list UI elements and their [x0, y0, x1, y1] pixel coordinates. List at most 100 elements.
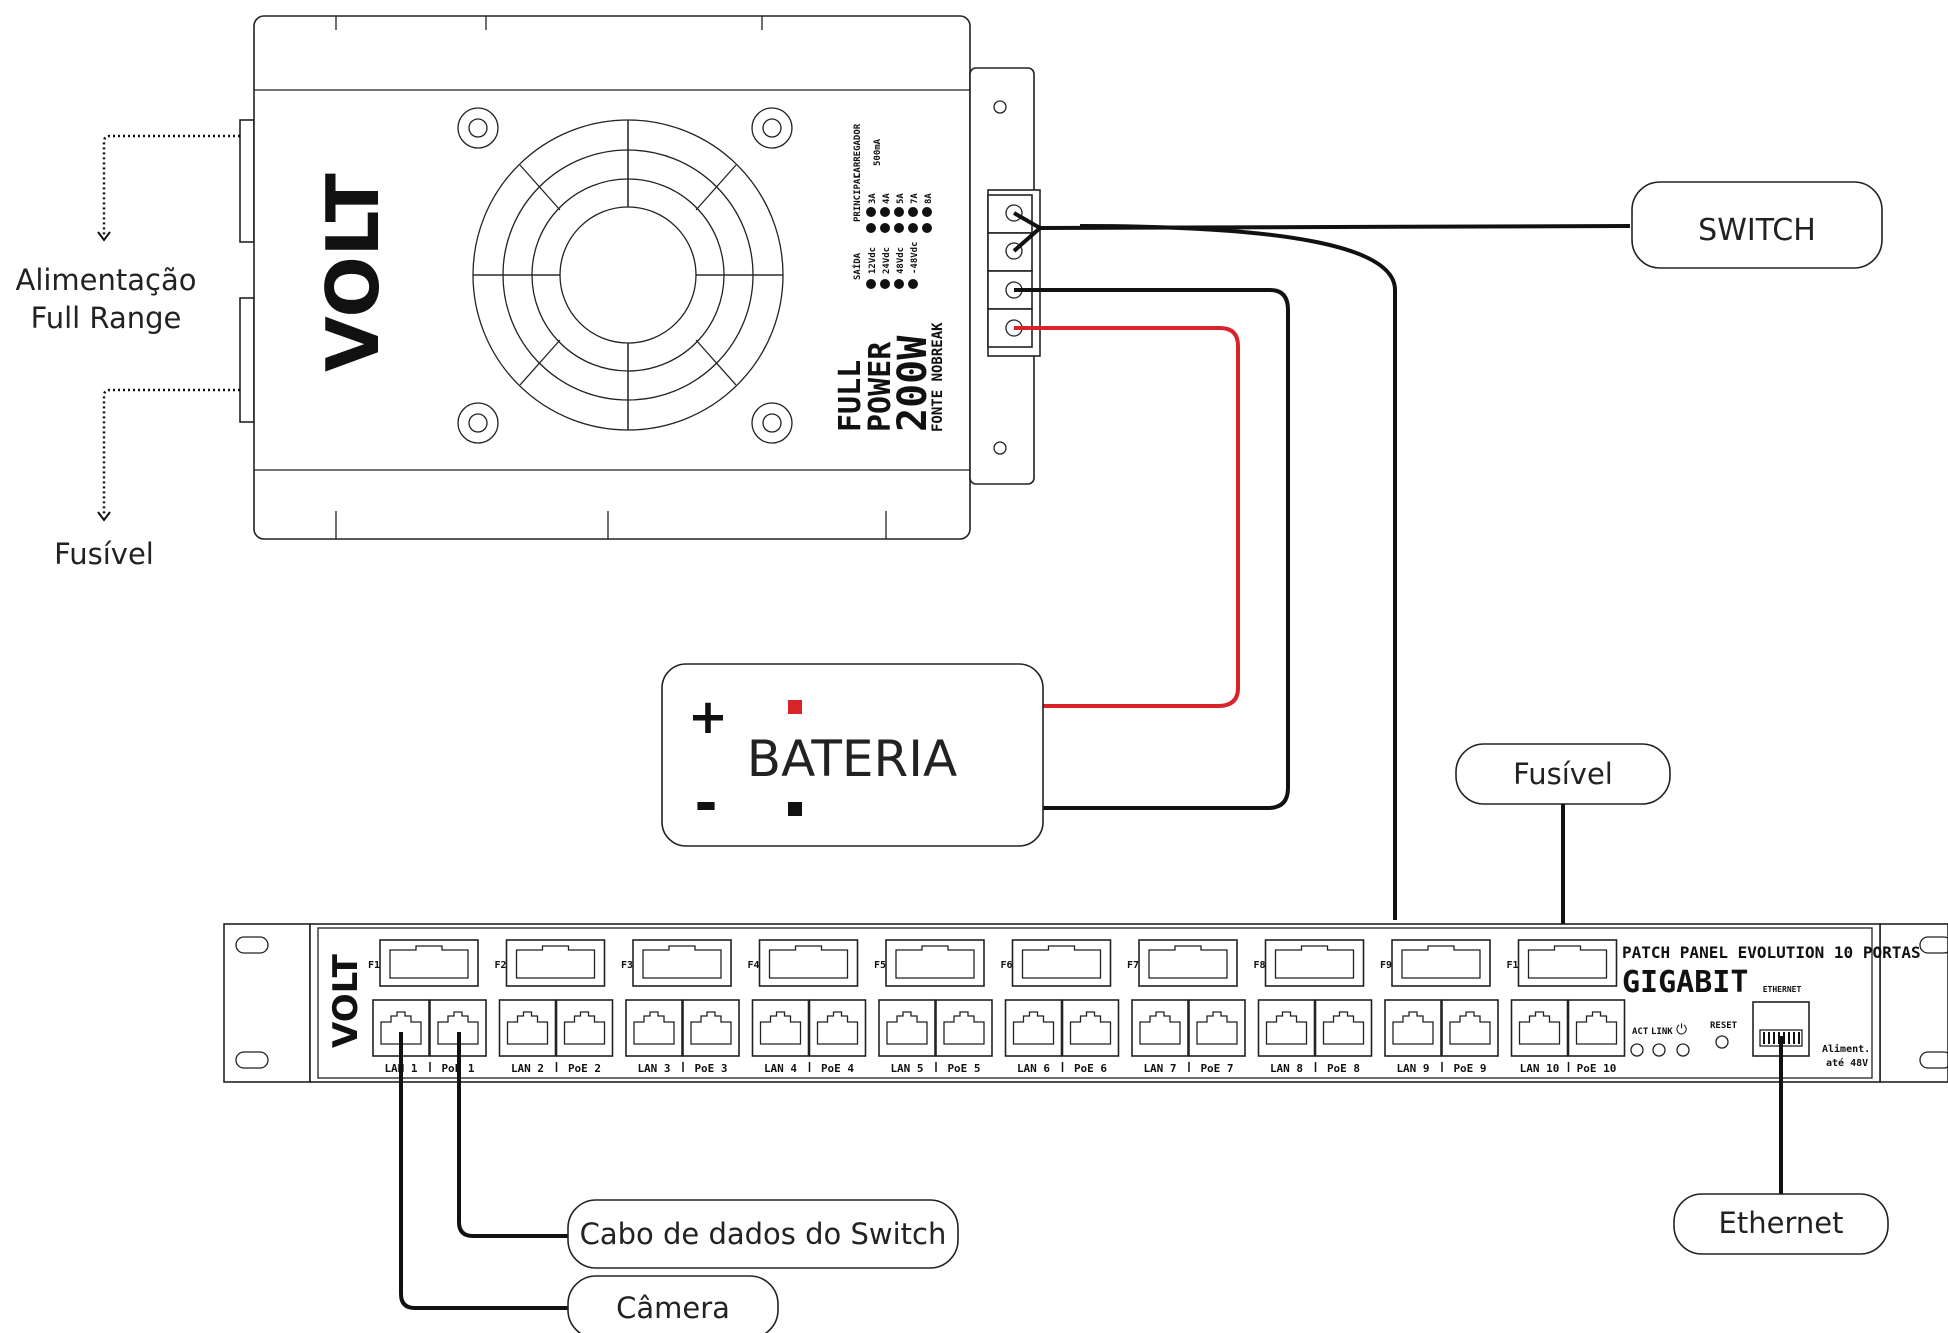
ps-model-power: POWER [863, 341, 898, 432]
ps-carregador-header: CARREGADOR [853, 123, 863, 178]
battery-negative-terminal [788, 802, 802, 816]
port-label: PoE 9 [1453, 1062, 1486, 1075]
alimentacao-label: Alimentação [15, 263, 196, 297]
port-label: LAN 7 [1143, 1062, 1176, 1075]
principal-value: 7A [910, 193, 920, 204]
ps-brand-logo: VOLT [311, 173, 395, 372]
fuse-label: F3 [621, 960, 633, 971]
lan-port[interactable] [1510, 999, 1569, 1057]
switch-label: SWITCH [1698, 213, 1816, 248]
spec-dot [922, 223, 932, 233]
lan-port[interactable] [878, 999, 936, 1057]
lan-port[interactable] [1384, 999, 1442, 1057]
battery-plus-symbol: + [688, 689, 728, 745]
bottom-callouts [399, 1032, 568, 1310]
full-range-label: Full Range [31, 301, 182, 335]
wire-battery-positive [795, 326, 1240, 708]
spec-dot [894, 207, 904, 217]
poe-port[interactable] [1441, 999, 1499, 1057]
spec-dot [908, 279, 918, 289]
fuse-holder[interactable] [1517, 939, 1618, 987]
port-label: LAN 5 [890, 1062, 923, 1075]
poe-port[interactable] [555, 999, 614, 1057]
principal-value: 5A [896, 193, 906, 204]
spec-dot [880, 279, 890, 289]
arrow-down-icon [97, 511, 111, 522]
battery: + - BATERIA [661, 663, 1044, 847]
spec-dot [908, 207, 918, 217]
spec-dot [894, 223, 904, 233]
camera-label: Câmera [616, 1291, 730, 1325]
port-label: LAN 3 [637, 1062, 670, 1075]
poe-port[interactable] [682, 999, 740, 1057]
fuse-holder[interactable] [379, 939, 479, 987]
lan-port[interactable] [1257, 999, 1316, 1057]
camera-callout: Câmera [567, 1275, 779, 1333]
spec-dot [908, 223, 918, 233]
terminal-screw-1 [987, 194, 1033, 234]
saida-value: 24Vdc [882, 247, 892, 274]
spec-dot [894, 279, 904, 289]
power-led [1676, 1043, 1690, 1057]
patch-panel-brand-logo: VOLT [326, 953, 366, 1048]
arrow-down-icon [97, 231, 111, 242]
power-icon: ⏻ [1676, 1022, 1687, 1038]
poe-port[interactable] [1061, 999, 1120, 1057]
fan-grille-icon [472, 119, 784, 431]
fuse-label: F2 [495, 960, 507, 971]
reset-button[interactable] [1715, 1035, 1729, 1049]
ps-principal-header: PRINCIPAL [853, 173, 863, 222]
saida-value: 12Vdc [868, 247, 878, 274]
fuse-label: F10 [1507, 960, 1525, 971]
reset-label: RESET [1710, 1021, 1738, 1031]
fuse-holder[interactable] [885, 939, 985, 987]
act-led [1630, 1043, 1644, 1057]
poe-port[interactable] [935, 999, 993, 1057]
link-led-label: LINK [1651, 1027, 1673, 1037]
spec-dot [866, 207, 876, 217]
lan-port[interactable] [751, 999, 810, 1057]
fuse-holder[interactable] [1011, 939, 1112, 987]
principal-value: 8A [924, 193, 934, 204]
fuse-holder[interactable] [1264, 939, 1365, 987]
saida-value: 48Vdc [896, 247, 906, 274]
fuse-holder[interactable] [632, 939, 732, 987]
poe-port[interactable] [808, 999, 867, 1057]
port-label: PoE 4 [821, 1062, 854, 1075]
lan-port[interactable] [625, 999, 683, 1057]
fuse-label: F9 [1380, 960, 1392, 971]
port-label: LAN 8 [1270, 1062, 1303, 1075]
cabo-dados-label: Cabo de dados do Switch [580, 1217, 947, 1251]
ps-carregador-value: 500mA [873, 138, 883, 166]
spec-dot [880, 207, 890, 217]
fuse-label: F5 [874, 960, 886, 971]
fuse-holder[interactable] [505, 939, 606, 987]
lan-port[interactable] [1004, 999, 1063, 1057]
ethernet-port-label: ETHERNET [1763, 985, 1802, 994]
lan-port[interactable] [1131, 999, 1189, 1057]
principal-value: 3A [868, 193, 878, 204]
poe-port[interactable] [1188, 999, 1246, 1057]
fusivel-right-label: Fusível [1513, 757, 1613, 791]
battery-minus-symbol: - [694, 771, 717, 836]
ps-model-full: FULL [833, 360, 868, 432]
poe-port[interactable] [1567, 999, 1626, 1057]
wires [795, 211, 1631, 920]
ethernet-callout: Ethernet [1673, 1036, 1889, 1255]
lan-port[interactable] [498, 999, 557, 1057]
ps-saida-header: SAÍDA [851, 252, 863, 280]
wire-battery-negative [795, 288, 1290, 810]
poe-port[interactable] [1314, 999, 1373, 1057]
fuse-holder[interactable] [1138, 939, 1238, 987]
input-callouts: Alimentação Full Range Fusível [15, 134, 240, 571]
link-led [1652, 1043, 1666, 1057]
act-led-label: ACT [1632, 1027, 1649, 1037]
fuse-holder[interactable] [1391, 939, 1491, 987]
fusivel-left-label: Fusível [54, 537, 154, 571]
port-label: PoE 6 [1074, 1062, 1107, 1075]
ps-left-flange-top [239, 119, 255, 243]
switch-callout: SWITCH [1631, 181, 1883, 269]
fuse-holder[interactable] [758, 939, 859, 987]
ps-left-flange-bottom [239, 297, 255, 423]
